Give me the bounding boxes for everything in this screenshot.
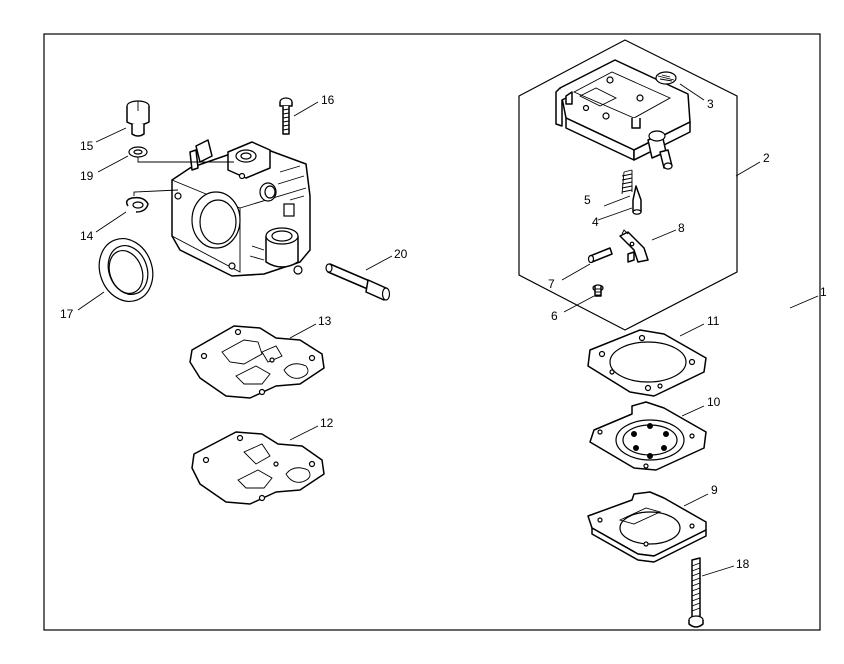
callout-7: 7 bbox=[548, 277, 555, 291]
part-10-diaphragm bbox=[589, 401, 707, 471]
part-3-pump-cover bbox=[555, 59, 691, 170]
diagram-frame bbox=[43, 33, 821, 631]
callout-15: 15 bbox=[80, 139, 94, 153]
callout-14: 14 bbox=[80, 229, 94, 243]
callout-6: 6 bbox=[551, 309, 558, 323]
part-5-spring bbox=[621, 169, 633, 195]
callout-13: 13 bbox=[318, 314, 332, 328]
part-18-long-screw bbox=[688, 557, 704, 628]
carburetor-body bbox=[133, 139, 311, 277]
callout-8: 8 bbox=[678, 221, 685, 235]
callout-16: 16 bbox=[321, 93, 335, 107]
part-6-screw bbox=[592, 284, 604, 297]
callout-4: 4 bbox=[592, 215, 599, 229]
callout-20: 20 bbox=[394, 247, 408, 261]
callout-9: 9 bbox=[711, 483, 718, 497]
callout-10: 10 bbox=[707, 395, 721, 409]
callout-labels: 1 2 3 4 5 6 7 8 9 10 11 12 13 14 15 16 1… bbox=[60, 93, 827, 571]
callout-1: 1 bbox=[820, 285, 827, 299]
part-8-lever bbox=[619, 229, 649, 263]
part-13-gasket bbox=[189, 325, 325, 399]
callout-19: 19 bbox=[80, 169, 94, 183]
part-4-needle bbox=[632, 185, 642, 215]
part-14-clip bbox=[125, 196, 149, 213]
part-9-metering-cover bbox=[587, 491, 707, 563]
callout-17: 17 bbox=[60, 307, 74, 321]
part-11-gasket bbox=[587, 329, 707, 397]
part-20-shaft bbox=[325, 263, 391, 301]
callout-11: 11 bbox=[707, 314, 720, 328]
part-12-gasket bbox=[191, 431, 325, 505]
part-16-screw bbox=[279, 97, 293, 135]
part-15-idle-screw bbox=[126, 100, 150, 137]
leader-lines bbox=[77, 83, 819, 577]
part-17-seal bbox=[98, 238, 154, 302]
callout-2: 2 bbox=[763, 151, 770, 165]
callout-18: 18 bbox=[736, 557, 750, 571]
part-7-pin bbox=[587, 247, 613, 264]
callout-3: 3 bbox=[707, 97, 714, 111]
callout-5: 5 bbox=[584, 193, 591, 207]
assembly-2-outline bbox=[518, 39, 738, 331]
callout-12: 12 bbox=[320, 416, 334, 430]
